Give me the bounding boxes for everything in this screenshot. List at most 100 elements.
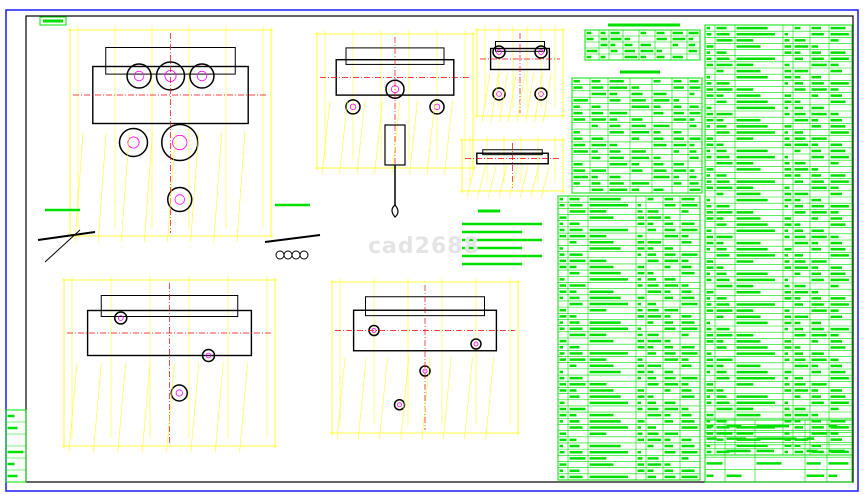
table-headings <box>462 23 680 266</box>
leader-line <box>374 100 383 175</box>
leader-line <box>509 165 518 198</box>
spec-table <box>584 29 701 61</box>
hub <box>172 134 188 151</box>
left-detail-link <box>44 229 81 263</box>
leader-line <box>466 165 476 198</box>
leader-line <box>516 72 526 123</box>
detail-views <box>37 203 321 263</box>
wheel <box>470 338 482 350</box>
sheet-frame <box>5 9 859 492</box>
outer-frame <box>5 9 859 492</box>
leader-line <box>464 357 473 440</box>
parts-list-middle <box>557 195 701 481</box>
leader-line <box>141 362 151 453</box>
leader-line <box>74 132 84 243</box>
leader-line <box>444 100 453 175</box>
hub <box>397 402 402 408</box>
right-detail-link <box>283 250 293 260</box>
right-detail-link <box>275 250 285 260</box>
drawing-number-box <box>39 16 67 26</box>
wheel <box>118 127 149 158</box>
leader-line <box>358 357 367 440</box>
table-border <box>704 419 853 483</box>
leader-line <box>213 132 222 243</box>
hub <box>473 341 479 347</box>
hub <box>127 136 140 149</box>
side-title-strip <box>5 409 27 483</box>
leader-line <box>481 72 491 123</box>
wheel <box>534 45 548 59</box>
plan-view-left <box>62 276 277 453</box>
wheel <box>385 79 405 99</box>
hub <box>538 49 544 55</box>
wheel <box>161 123 199 162</box>
wheel <box>534 87 548 101</box>
leader-line <box>190 132 199 243</box>
inner-frame <box>25 15 854 483</box>
leader-line <box>339 100 348 175</box>
right-detail-link <box>299 250 309 260</box>
leader-line <box>68 362 78 453</box>
hub <box>496 49 502 55</box>
wheel <box>492 45 506 59</box>
leader-line <box>336 357 346 440</box>
leader-line <box>215 362 224 453</box>
hub <box>205 352 212 359</box>
wheel <box>167 186 193 213</box>
leader-line <box>477 165 486 198</box>
wheel <box>345 99 361 115</box>
trolley-section <box>460 136 565 198</box>
leader-line <box>530 165 539 198</box>
hub <box>117 315 124 321</box>
wheel <box>492 87 506 101</box>
leader-line <box>167 132 176 243</box>
leader-line <box>356 100 366 175</box>
leader-line <box>499 72 508 123</box>
hook-assembly <box>384 124 406 218</box>
hub <box>133 70 145 82</box>
leader-line <box>409 100 418 175</box>
leader-line <box>190 362 200 453</box>
leader-line <box>534 72 543 123</box>
leader-line <box>498 165 508 198</box>
wheel <box>170 384 188 402</box>
title-block <box>704 419 853 483</box>
hub <box>175 389 183 397</box>
leader-line <box>490 72 499 123</box>
wheel <box>201 348 216 363</box>
leader-line <box>400 357 409 440</box>
leader-line <box>508 72 517 123</box>
hub <box>196 70 208 82</box>
left-detail-shaft <box>37 231 96 241</box>
leader-line <box>421 357 431 440</box>
leader-line <box>144 132 153 243</box>
right-detail-shaft <box>264 234 321 243</box>
leader-line <box>97 132 107 243</box>
wheel-detail <box>475 26 565 123</box>
leader-line <box>488 165 497 198</box>
leader-line <box>443 357 452 440</box>
wheel <box>189 63 215 89</box>
leader-line <box>426 100 436 175</box>
leader-line <box>166 362 175 453</box>
hub <box>538 91 544 97</box>
leader-line <box>239 362 248 453</box>
right-detail-link <box>291 250 301 260</box>
leader-line <box>519 165 529 198</box>
parameter-table <box>571 77 703 194</box>
side-view <box>315 30 475 175</box>
wheel <box>429 99 445 115</box>
leader-line <box>485 357 494 440</box>
parts-list-right <box>704 24 853 456</box>
leader-line <box>321 100 331 175</box>
leader-line <box>379 357 388 440</box>
plan-view-right <box>330 278 520 440</box>
leader-line <box>391 100 401 175</box>
wheel <box>114 311 128 325</box>
leader-line <box>117 362 126 453</box>
hook-icon <box>391 204 399 218</box>
leader-line <box>121 132 130 243</box>
leader-line <box>525 72 534 123</box>
